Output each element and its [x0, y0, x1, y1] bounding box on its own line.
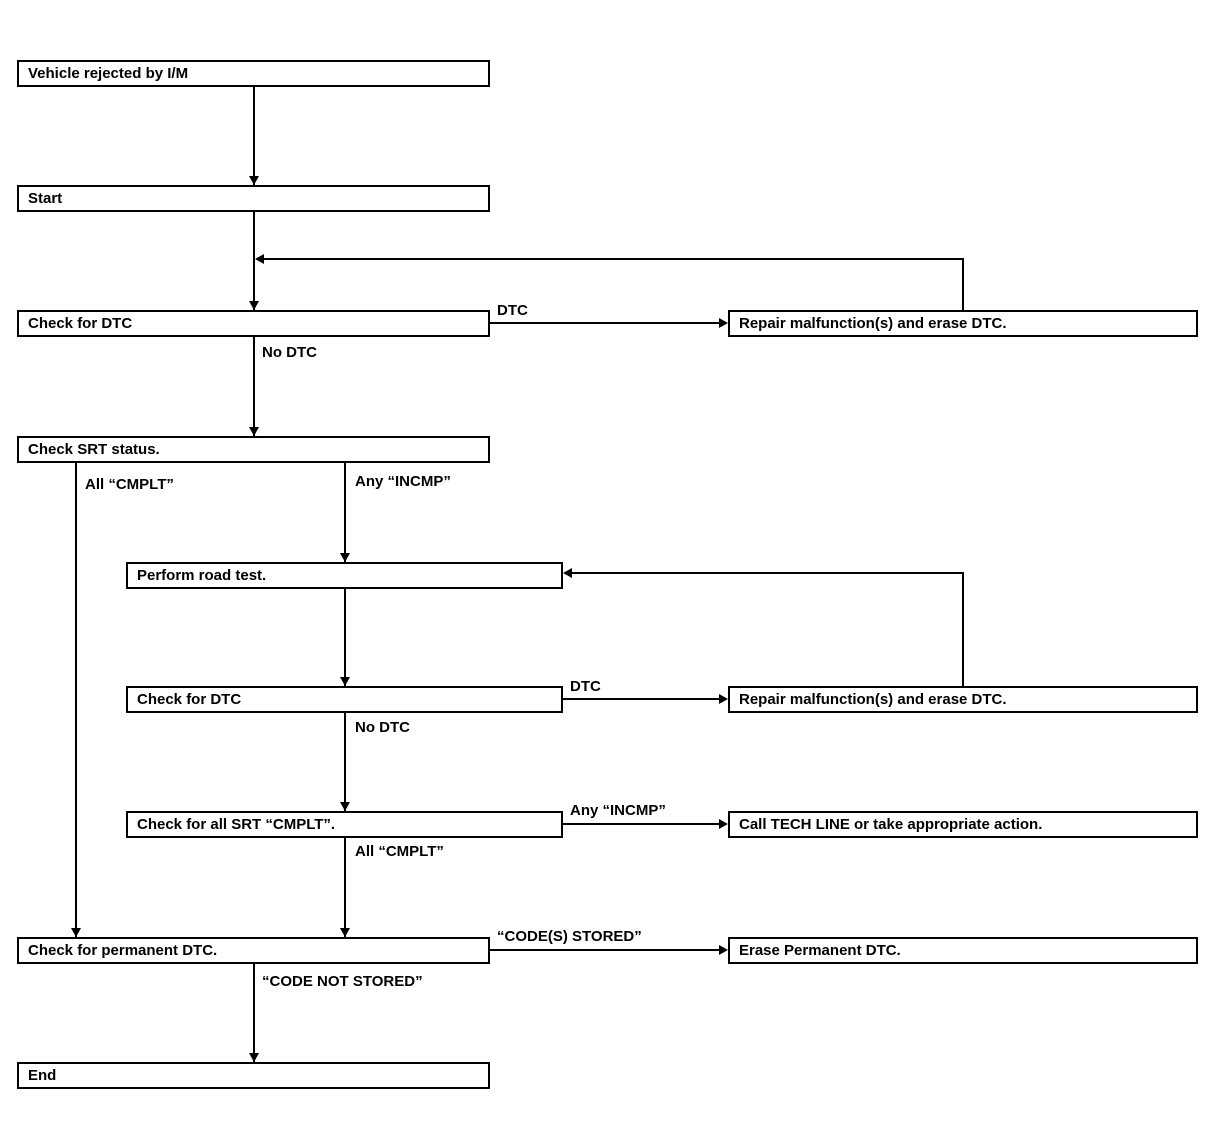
- connector-check-dtc-1-to-check-srt: [253, 337, 255, 436]
- arrowhead-into-road-test-right: [563, 568, 572, 578]
- node-check-srt: Check SRT status.: [17, 436, 490, 463]
- connector-check-srt-to-check-permanent: [75, 463, 77, 937]
- connector-check-srt-to-road-test: [344, 463, 346, 562]
- arrowhead-into-check-all-srt: [340, 802, 350, 811]
- connector-check-permanent-to-erase-permanent: [490, 949, 719, 951]
- node-repair-2: Repair malfunction(s) and erase DTC.: [728, 686, 1198, 713]
- node-check-all-srt: Check for all SRT “CMPLT”.: [126, 811, 563, 838]
- connector-check-all-srt-to-tech-line: [563, 823, 719, 825]
- edge-label-any-incmp-1: Any “INCMP”: [355, 473, 451, 490]
- edge-label-codes-stored: “CODE(S) STORED”: [497, 928, 642, 945]
- arrowhead-into-repair-2: [719, 694, 728, 704]
- connector-repair-2-feedback-vertical: [962, 573, 964, 686]
- node-end: End: [17, 1062, 490, 1089]
- connector-road-test-to-check-dtc-2: [344, 589, 346, 686]
- arrowhead-into-check-dtc-2: [340, 677, 350, 686]
- node-road-test: Perform road test.: [126, 562, 563, 589]
- edge-label-code-not-stored: “CODE NOT STORED”: [262, 973, 423, 990]
- edge-label-dtc-2: DTC: [570, 678, 601, 695]
- node-tech-line: Call TECH LINE or take appropriate actio…: [728, 811, 1198, 838]
- edge-label-any-incmp-2: Any “INCMP”: [570, 802, 666, 819]
- node-vehicle-rejected: Vehicle rejected by I/M: [17, 60, 490, 87]
- edge-label-no-dtc-2: No DTC: [355, 719, 410, 736]
- node-check-permanent: Check for permanent DTC.: [17, 937, 490, 964]
- node-check-dtc-2: Check for DTC: [126, 686, 563, 713]
- arrowhead-into-repair-1: [719, 318, 728, 328]
- connector-check-dtc-2-to-check-all-srt: [344, 713, 346, 811]
- connector-repair-1-feedback-vertical: [962, 259, 964, 310]
- edge-label-no-dtc-1: No DTC: [262, 344, 317, 361]
- connector-repair-1-feedback-horizontal: [264, 258, 964, 260]
- edge-label-dtc-1: DTC: [497, 302, 528, 319]
- connector-start-to-check-dtc-1: [253, 211, 255, 310]
- connector-check-permanent-to-end: [253, 964, 255, 1062]
- edge-label-all-cmplt-1: All “CMPLT”: [85, 476, 174, 493]
- connector-repair-2-feedback-horizontal: [572, 572, 964, 574]
- arrowhead-into-end: [249, 1053, 259, 1062]
- arrowhead-feedback-junction: [255, 254, 264, 264]
- arrowhead-into-check-permanent-left: [71, 928, 81, 937]
- arrowhead-into-check-permanent-mid: [340, 928, 350, 937]
- connector-check-all-srt-to-check-permanent: [344, 838, 346, 937]
- arrowhead-into-road-test: [340, 553, 350, 562]
- arrowhead-into-erase-permanent: [719, 945, 728, 955]
- connector-vehicle-to-start: [253, 87, 255, 185]
- connector-check-dtc-2-to-repair-2: [563, 698, 719, 700]
- arrowhead-into-start: [249, 176, 259, 185]
- edge-label-all-cmplt-2: All “CMPLT”: [355, 843, 444, 860]
- node-start: Start: [17, 185, 490, 212]
- node-repair-1: Repair malfunction(s) and erase DTC.: [728, 310, 1198, 337]
- node-check-dtc-1: Check for DTC: [17, 310, 490, 337]
- arrowhead-into-check-dtc-1: [249, 301, 259, 310]
- node-erase-permanent: Erase Permanent DTC.: [728, 937, 1198, 964]
- arrowhead-into-check-srt: [249, 427, 259, 436]
- arrowhead-into-tech-line: [719, 819, 728, 829]
- connector-check-dtc-1-to-repair-1: [490, 322, 719, 324]
